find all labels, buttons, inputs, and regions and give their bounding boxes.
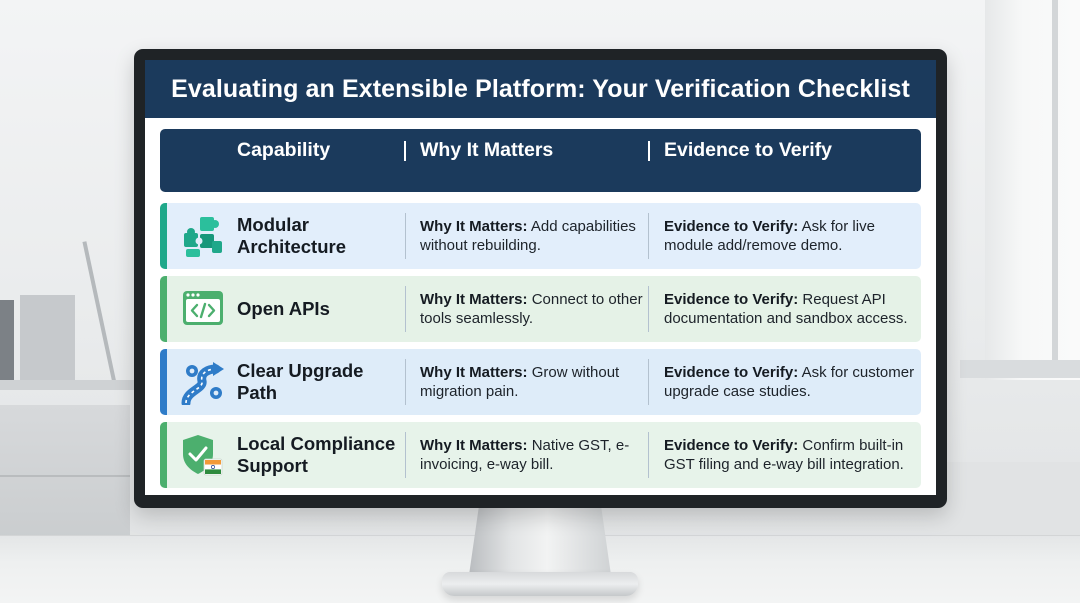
evidence-text: Evidence to Verify: Confirm built-in GST… [664, 422, 919, 488]
background-lamp [82, 241, 118, 389]
table-row-modular-architecture: Modular Architecture Why It Matters: Add… [160, 203, 921, 269]
why-it-matters-text: Why It Matters: Grow without migration p… [420, 349, 645, 415]
table-row-open-apis: Open APIs Why It Matters: Connect to oth… [160, 276, 921, 342]
monitor-screen: Evaluating an Extensible Platform: Your … [145, 60, 936, 495]
background-drawers [0, 405, 130, 550]
capability-label: Clear Upgrade Path [237, 360, 364, 403]
evidence-value: Request API documentation and sandbox ac… [664, 290, 908, 328]
header-divider [404, 141, 406, 161]
column-header-capability: Capability [237, 139, 331, 161]
slide-title: Evaluating an Extensible Platform: Your … [171, 74, 910, 103]
capability-label: Modular Architecture [237, 214, 346, 257]
evidence-label: Evidence to Verify: [664, 363, 799, 381]
capability-label: Local Compliance Support [237, 433, 396, 476]
why-value: Native GST, e-invoicing, e-way bill. [420, 436, 630, 474]
why-label: Why It Matters: [420, 290, 528, 308]
why-label: Why It Matters: [420, 436, 528, 454]
why-label: Why It Matters: [420, 217, 528, 235]
background-window-frame [1052, 0, 1058, 370]
shield-flag-icon [180, 432, 226, 478]
why-it-matters-text: Why It Matters: Native GST, e-invoicing,… [420, 422, 645, 488]
background-shelf [0, 380, 150, 390]
capability-label: Open APIs [237, 298, 330, 319]
monitor-stand [468, 502, 612, 582]
evidence-label: Evidence to Verify: [664, 217, 799, 235]
why-it-matters-text: Why It Matters: Connect to other tools s… [420, 276, 645, 342]
background-window-sill [960, 360, 1080, 378]
road-arrow-icon [180, 359, 226, 405]
evidence-label: Evidence to Verify: [664, 290, 799, 308]
code-window-icon [180, 286, 226, 332]
evidence-text: Evidence to Verify: Ask for customer upg… [664, 349, 919, 415]
evidence-text: Evidence to Verify: Ask for live module … [664, 203, 919, 269]
evidence-label: Evidence to Verify: [664, 436, 799, 454]
why-label: Why It Matters: [420, 363, 528, 381]
background-shelf-box [20, 295, 75, 380]
table-row-clear-upgrade-path: Clear Upgrade Path Why It Matters: Grow … [160, 349, 921, 415]
column-divider [648, 286, 649, 332]
column-header-evidence: Evidence to Verify [664, 139, 832, 161]
background-shelf-item [0, 300, 14, 380]
table-header: Capability Why It Matters Evidence to Ve… [160, 129, 921, 192]
column-divider [405, 286, 406, 332]
slide-title-bar: Evaluating an Extensible Platform: Your … [145, 60, 936, 118]
why-it-matters-text: Why It Matters: Add capabilities without… [420, 203, 645, 269]
row-accent-bar [160, 203, 167, 269]
column-divider [648, 432, 649, 478]
evidence-value: Ask for customer upgrade case studies. [664, 363, 915, 401]
monitor-stand-base [442, 572, 638, 596]
column-divider [405, 432, 406, 478]
evidence-text: Evidence to Verify: Request API document… [664, 276, 919, 342]
why-value: Grow without migration pain. [420, 363, 620, 401]
evidence-value: Confirm built-in GST filing and e-way bi… [664, 436, 904, 474]
why-value: Add capabilities without rebuilding. [420, 217, 636, 255]
column-divider [405, 213, 406, 259]
background-window [985, 0, 1080, 380]
column-divider [648, 359, 649, 405]
puzzle-icon [180, 213, 226, 259]
row-accent-bar [160, 422, 167, 488]
column-divider [648, 213, 649, 259]
column-divider [405, 359, 406, 405]
column-header-why: Why It Matters [420, 139, 554, 161]
row-accent-bar [160, 276, 167, 342]
why-value: Connect to other tools seamlessly. [420, 290, 643, 328]
header-divider [648, 141, 650, 161]
evidence-value: Ask for live module add/remove demo. [664, 217, 875, 255]
table-row-local-compliance-support: Local Compliance Support Why It Matters:… [160, 422, 921, 488]
row-accent-bar [160, 349, 167, 415]
